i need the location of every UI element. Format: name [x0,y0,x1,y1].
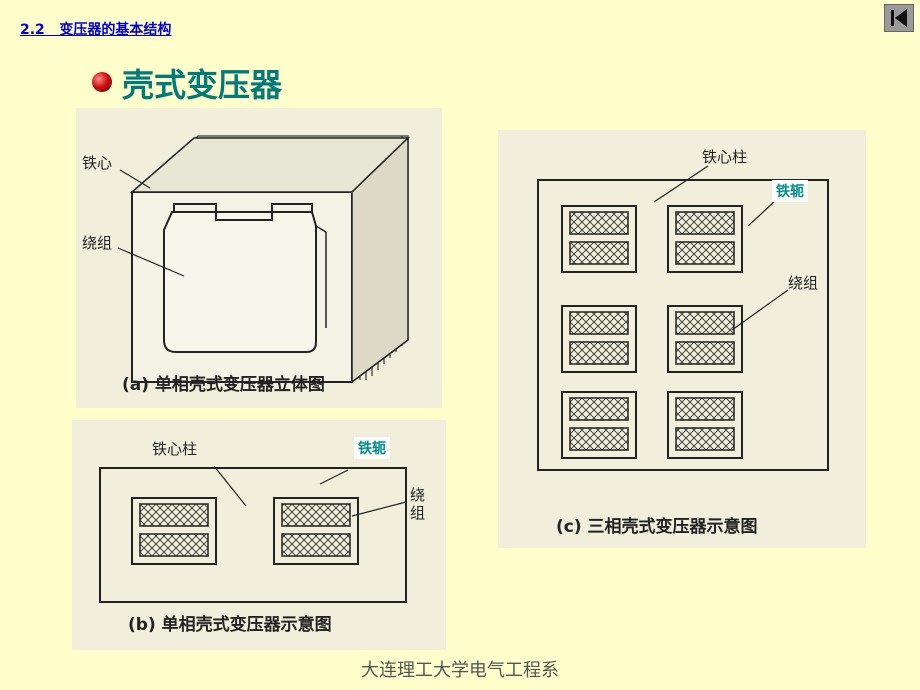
limb-label: 铁心柱 [152,440,197,458]
core-label: 铁心 [82,154,112,172]
windows-left [561,205,637,459]
limb-label: 铁心柱 [702,148,747,166]
core-outline [99,467,407,603]
winding-label-top: 绕 [410,486,425,504]
winding-3d [163,211,317,353]
breadcrumb[interactable]: 2.2 变压器的基本结构 [20,22,172,38]
figure-c-caption: (c) 三相壳式变压器示意图 [556,516,758,537]
yoke-label-b: 铁轭 [354,437,390,459]
winding-label-bottom: 组 [410,504,425,522]
figure-b-single-phase: 铁心柱 绕 组 (b) 单相壳式变压器示意图 铁轭 [72,420,446,650]
figure-c-three-phase: 铁心柱 绕组 (c) 三相壳式变压器示意图 铁轭 [498,130,866,548]
yoke-label-c: 铁轭 [772,180,808,202]
page-title: 壳式变压器 [122,66,283,104]
winding-label: 绕组 [788,274,818,292]
figure-b-caption: (b) 单相壳式变压器示意图 [128,614,332,635]
footer-text: 大连理工大学电气工程系 [361,660,559,681]
winding-label: 绕组 [82,234,112,252]
core-outline [537,179,829,471]
winding-coil [281,503,351,527]
winding-coil [139,503,209,527]
figure-a-caption: (a) 单相壳式变压器立体图 [122,374,325,395]
return-nav-button[interactable] [884,4,914,32]
windows-right [667,205,743,459]
red-ball-bullet-icon [92,72,112,92]
figure-a-3d-view: 铁心 绕组 (a) 单相壳式变压器立体图 [76,108,442,408]
winding-coil [281,533,351,557]
return-nav-icon [891,9,907,27]
winding-coil [139,533,209,557]
